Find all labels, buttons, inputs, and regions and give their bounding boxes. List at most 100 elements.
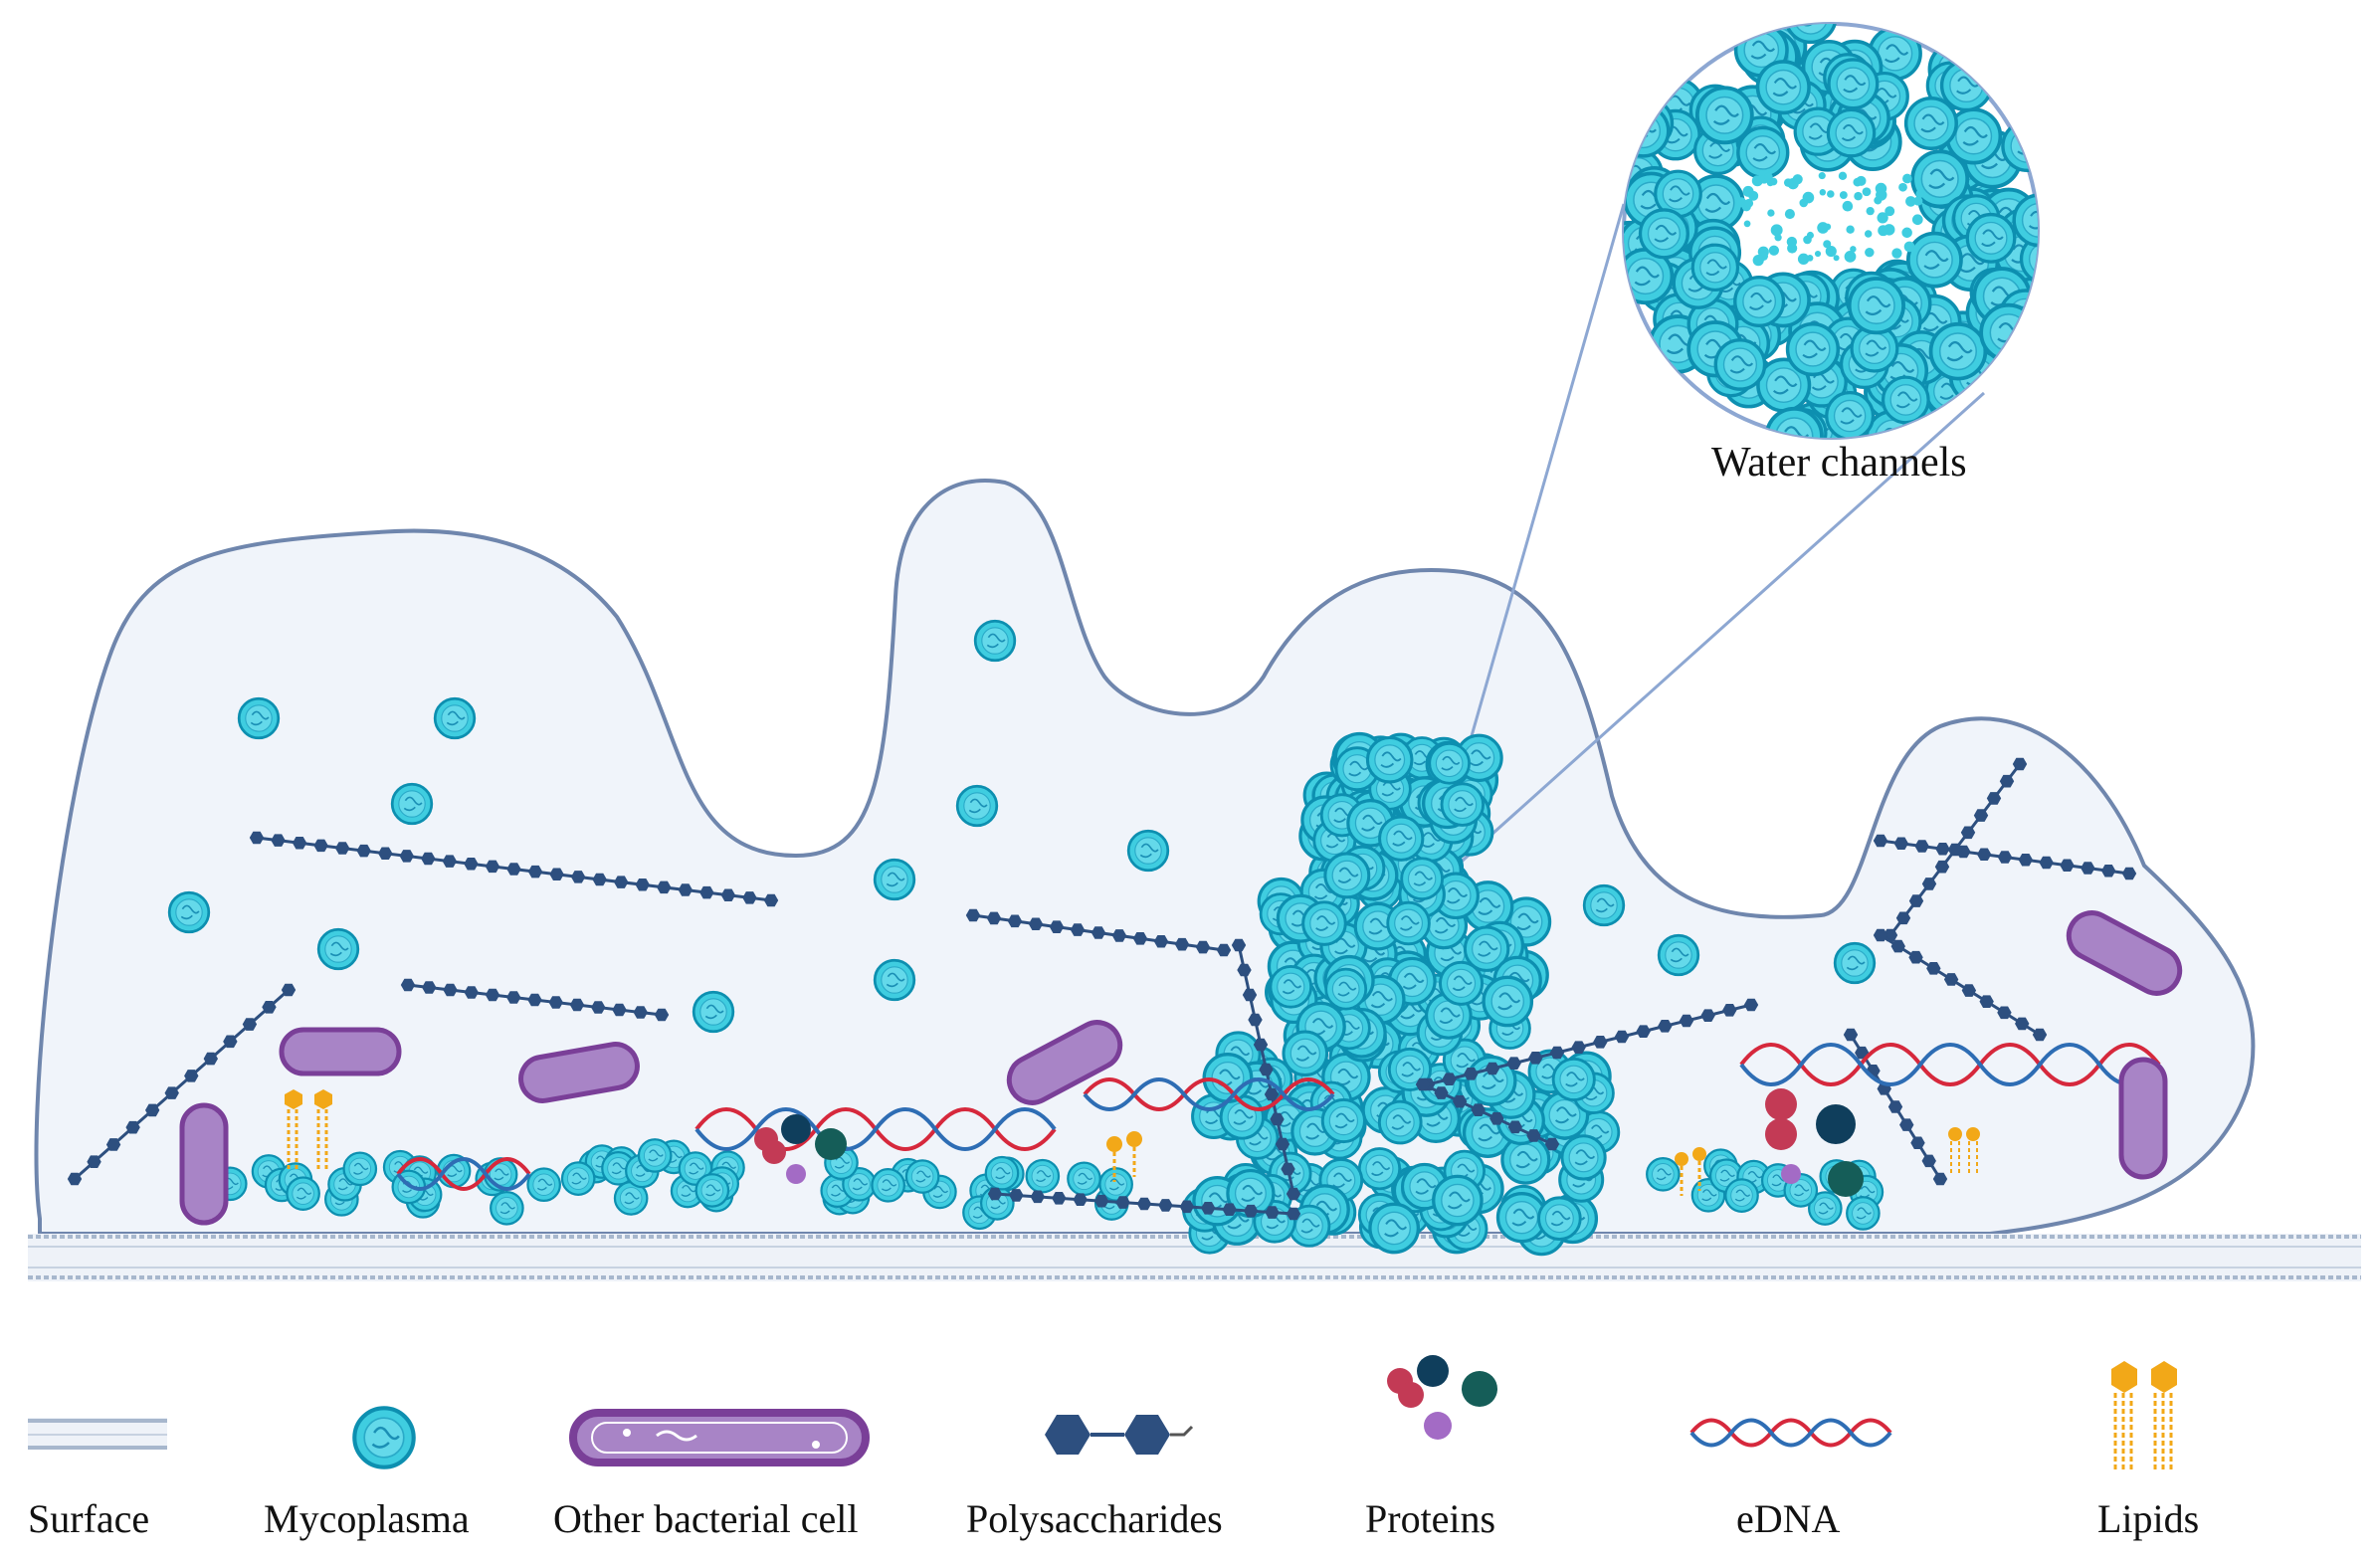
- mycoplasma-cell: [1785, 321, 1841, 377]
- water-channel-particle: [1905, 196, 1916, 207]
- water-channel-particle: [1842, 200, 1854, 212]
- mycoplasma-cell: [1368, 1202, 1421, 1255]
- water-channel-particle: [1752, 255, 1764, 267]
- water-channels-label: Water channels: [1711, 440, 1967, 486]
- water-channel-particle: [1854, 191, 1863, 201]
- water-channel-particle: [1839, 191, 1848, 199]
- water-channel-particle: [1850, 246, 1857, 253]
- polysaccharide-link: [1880, 933, 2041, 1037]
- mycoplasma-cell: [1482, 975, 1534, 1028]
- mycoplasma-cell: [1928, 321, 1988, 381]
- water-channel-particle: [1784, 209, 1795, 220]
- mycoplasma-cell: [1378, 815, 1425, 862]
- mycoplasma-cell: [1905, 231, 1963, 289]
- water-channel-particle: [1814, 250, 1822, 258]
- mycoplasma-cell: [1783, 24, 1838, 45]
- water-channel-particle: [1823, 240, 1832, 249]
- water-channel-particle: [1818, 172, 1826, 180]
- mycoplasma-cell: [1428, 742, 1471, 785]
- mycoplasma-cell: [1301, 900, 1347, 946]
- water-channels-zoom: Water channels: [1622, 22, 2040, 486]
- other-bacteria: [179, 910, 2183, 1226]
- lipid-icon: [2111, 1361, 2177, 1470]
- water-channel-particle: [1911, 214, 1923, 226]
- mycoplasma-cell: [1979, 302, 2038, 362]
- mycoplasma-cell: [984, 1155, 1020, 1191]
- water-channel-particle: [1767, 209, 1775, 217]
- legend-label-surface: Surface: [28, 1496, 149, 1541]
- legend-label-mycoplasma: Mycoplasma: [264, 1496, 470, 1541]
- water-channel-particle: [1898, 182, 1907, 192]
- mycoplasma-cell: [1713, 338, 1767, 391]
- mycoplasma-cell: [1882, 375, 1930, 425]
- mycoplasma-cell: [1357, 1147, 1402, 1191]
- water-channel-particle: [1825, 246, 1837, 258]
- water-channel-particle: [1865, 247, 1875, 258]
- water-channel-particle: [1891, 248, 1902, 259]
- water-channel-particle: [1856, 175, 1867, 186]
- legend-label-proteins: Proteins: [1365, 1496, 1495, 1541]
- mycoplasma-cell: [1440, 782, 1486, 827]
- water-channel-particle: [1862, 187, 1872, 197]
- water-channel-particle: [1877, 212, 1888, 224]
- mycoplasma-cell: [871, 1167, 905, 1203]
- water-channel-particle: [1783, 178, 1793, 187]
- water-channel-particle: [1799, 198, 1809, 208]
- lipid-clusters: [285, 1089, 1980, 1196]
- legend: Surface Mycoplasma Other bacterial cell …: [28, 1355, 2199, 1541]
- water-channel-particle: [1770, 224, 1783, 237]
- water-channel-particle: [1819, 189, 1827, 196]
- mycoplasma-cell: [1551, 1057, 1596, 1101]
- mycoplasma-cell: [1025, 1158, 1061, 1194]
- water-channel-particle: [1915, 189, 1924, 199]
- water-channel-particle: [1787, 243, 1798, 254]
- mycoplasma-cell: [1690, 243, 1740, 292]
- mycoplasma-cell: [1386, 900, 1431, 946]
- water-channel-particle: [1797, 253, 1810, 266]
- water-channel-particle: [1774, 234, 1782, 242]
- mycoplasma-cell: [637, 1138, 673, 1173]
- water-channel-particle: [1846, 225, 1855, 234]
- mycoplasma-cell: [1903, 96, 1958, 151]
- mycoplasma-cell: [1320, 1097, 1366, 1144]
- legend-label-bacterial-cell: Other bacterial cell: [553, 1496, 858, 1541]
- water-channel-particle: [1827, 190, 1835, 198]
- mycoplasma-cell: [1067, 1161, 1101, 1197]
- mycoplasma-cell: [1733, 275, 1786, 328]
- mycoplasma-cell: [694, 1173, 730, 1208]
- water-channel-particle: [1817, 222, 1829, 234]
- legend-label-edna: eDNA: [1736, 1496, 1841, 1541]
- protein-clusters: [754, 1088, 1864, 1197]
- water-channel-particle: [1866, 206, 1875, 216]
- water-channel-particle: [1876, 189, 1887, 201]
- water-channel-particle: [1742, 185, 1754, 197]
- water-channel-particle: [1763, 172, 1773, 182]
- mycoplasma-cell: [1432, 1174, 1484, 1227]
- mycoplasma-cell: [1365, 735, 1414, 784]
- water-channel-particle: [1884, 206, 1895, 217]
- mycoplasma-cell: [1323, 852, 1371, 899]
- water-channel-particle: [1838, 171, 1848, 181]
- mycoplasma-cell: [1827, 58, 1880, 110]
- edna-icon: [1689, 1418, 1892, 1448]
- mycoplasma-cell: [1269, 965, 1313, 1009]
- mycoplasma-cell: [1826, 107, 1877, 158]
- water-channel-particle: [1864, 230, 1873, 238]
- mycoplasma-cell: [560, 1161, 596, 1196]
- legend-label-polysaccharides: Polysaccharides: [966, 1496, 1223, 1541]
- edna-strands: [396, 1043, 2161, 1191]
- mycoplasma-cell: [526, 1167, 561, 1203]
- mycoplasma-cell: [1282, 1030, 1329, 1077]
- water-channel-particle: [1744, 198, 1754, 208]
- mycoplasma-cell: [1537, 1196, 1582, 1241]
- mycoplasma-cell: [1939, 59, 1993, 112]
- mycoplasma-cell: [1646, 1156, 1681, 1192]
- water-channel-particle: [1901, 227, 1912, 239]
- water-channel-particle: [1806, 231, 1814, 240]
- mycoplasma-cell: [1825, 391, 1876, 438]
- mycoplasma-cell: [1439, 960, 1485, 1006]
- bacterial-cell-icon: [569, 1409, 870, 1466]
- mycoplasma-cell: [904, 1159, 940, 1194]
- surface-icon: [28, 1418, 167, 1450]
